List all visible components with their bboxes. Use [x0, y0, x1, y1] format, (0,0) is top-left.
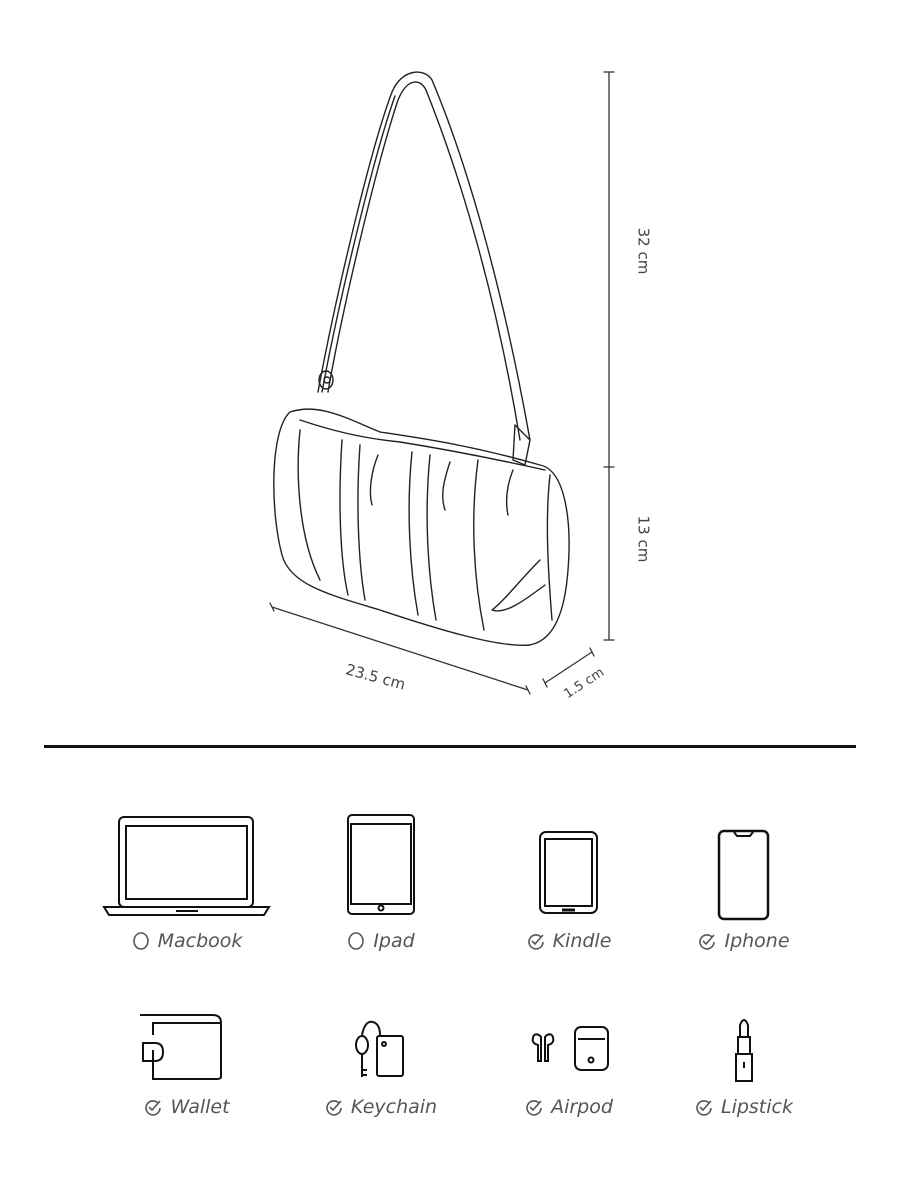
fit-item-label: Iphone	[724, 930, 790, 952]
check-circle-icon	[699, 934, 716, 950]
bag-diagram	[269, 71, 615, 695]
fit-item-ipad: Ipad	[281, 930, 481, 952]
empty-circle-icon	[132, 932, 149, 950]
fit-item-iphone: Iphone	[644, 930, 844, 952]
fit-item-label: Ipad	[373, 930, 415, 952]
fit-item-lipstick: Lipstick	[644, 1096, 844, 1118]
fit-item-label: Kindle	[552, 930, 612, 952]
wallet-icon	[140, 1014, 222, 1080]
strap-height-label: 32 cm	[634, 227, 653, 275]
tablet-icon	[347, 814, 415, 915]
bag-illustration	[273, 71, 570, 647]
fit-item-wallet: Wallet	[87, 1096, 287, 1118]
fit-item-airpod: Airpod	[469, 1096, 669, 1118]
ereader-icon	[539, 831, 598, 914]
dimension-lines	[269, 71, 615, 695]
laptop-icon	[102, 816, 271, 916]
bag-height-label: 13 cm	[634, 515, 653, 563]
fit-item-label: Lipstick	[720, 1096, 793, 1118]
fit-item-label: Keychain	[350, 1096, 438, 1118]
check-circle-icon	[527, 934, 544, 950]
phone-icon	[717, 829, 770, 921]
check-circle-icon	[696, 1100, 712, 1116]
lipstick-icon	[735, 1019, 753, 1082]
section-divider	[44, 745, 856, 748]
check-circle-icon	[526, 1100, 542, 1116]
check-circle-icon	[326, 1100, 342, 1116]
empty-circle-icon	[348, 932, 365, 950]
fit-item-keychain: Keychain	[281, 1096, 481, 1118]
fit-item-macbook: Macbook	[87, 930, 287, 952]
fit-item-label: Macbook	[157, 930, 243, 952]
check-circle-icon	[145, 1100, 162, 1116]
airpods-icon	[531, 1026, 609, 1071]
fit-item-label: Airpod	[551, 1096, 613, 1118]
fit-item-label: Wallet	[170, 1096, 230, 1118]
fit-item-kindle: Kindle	[469, 930, 669, 952]
keychain-icon	[355, 1020, 404, 1077]
